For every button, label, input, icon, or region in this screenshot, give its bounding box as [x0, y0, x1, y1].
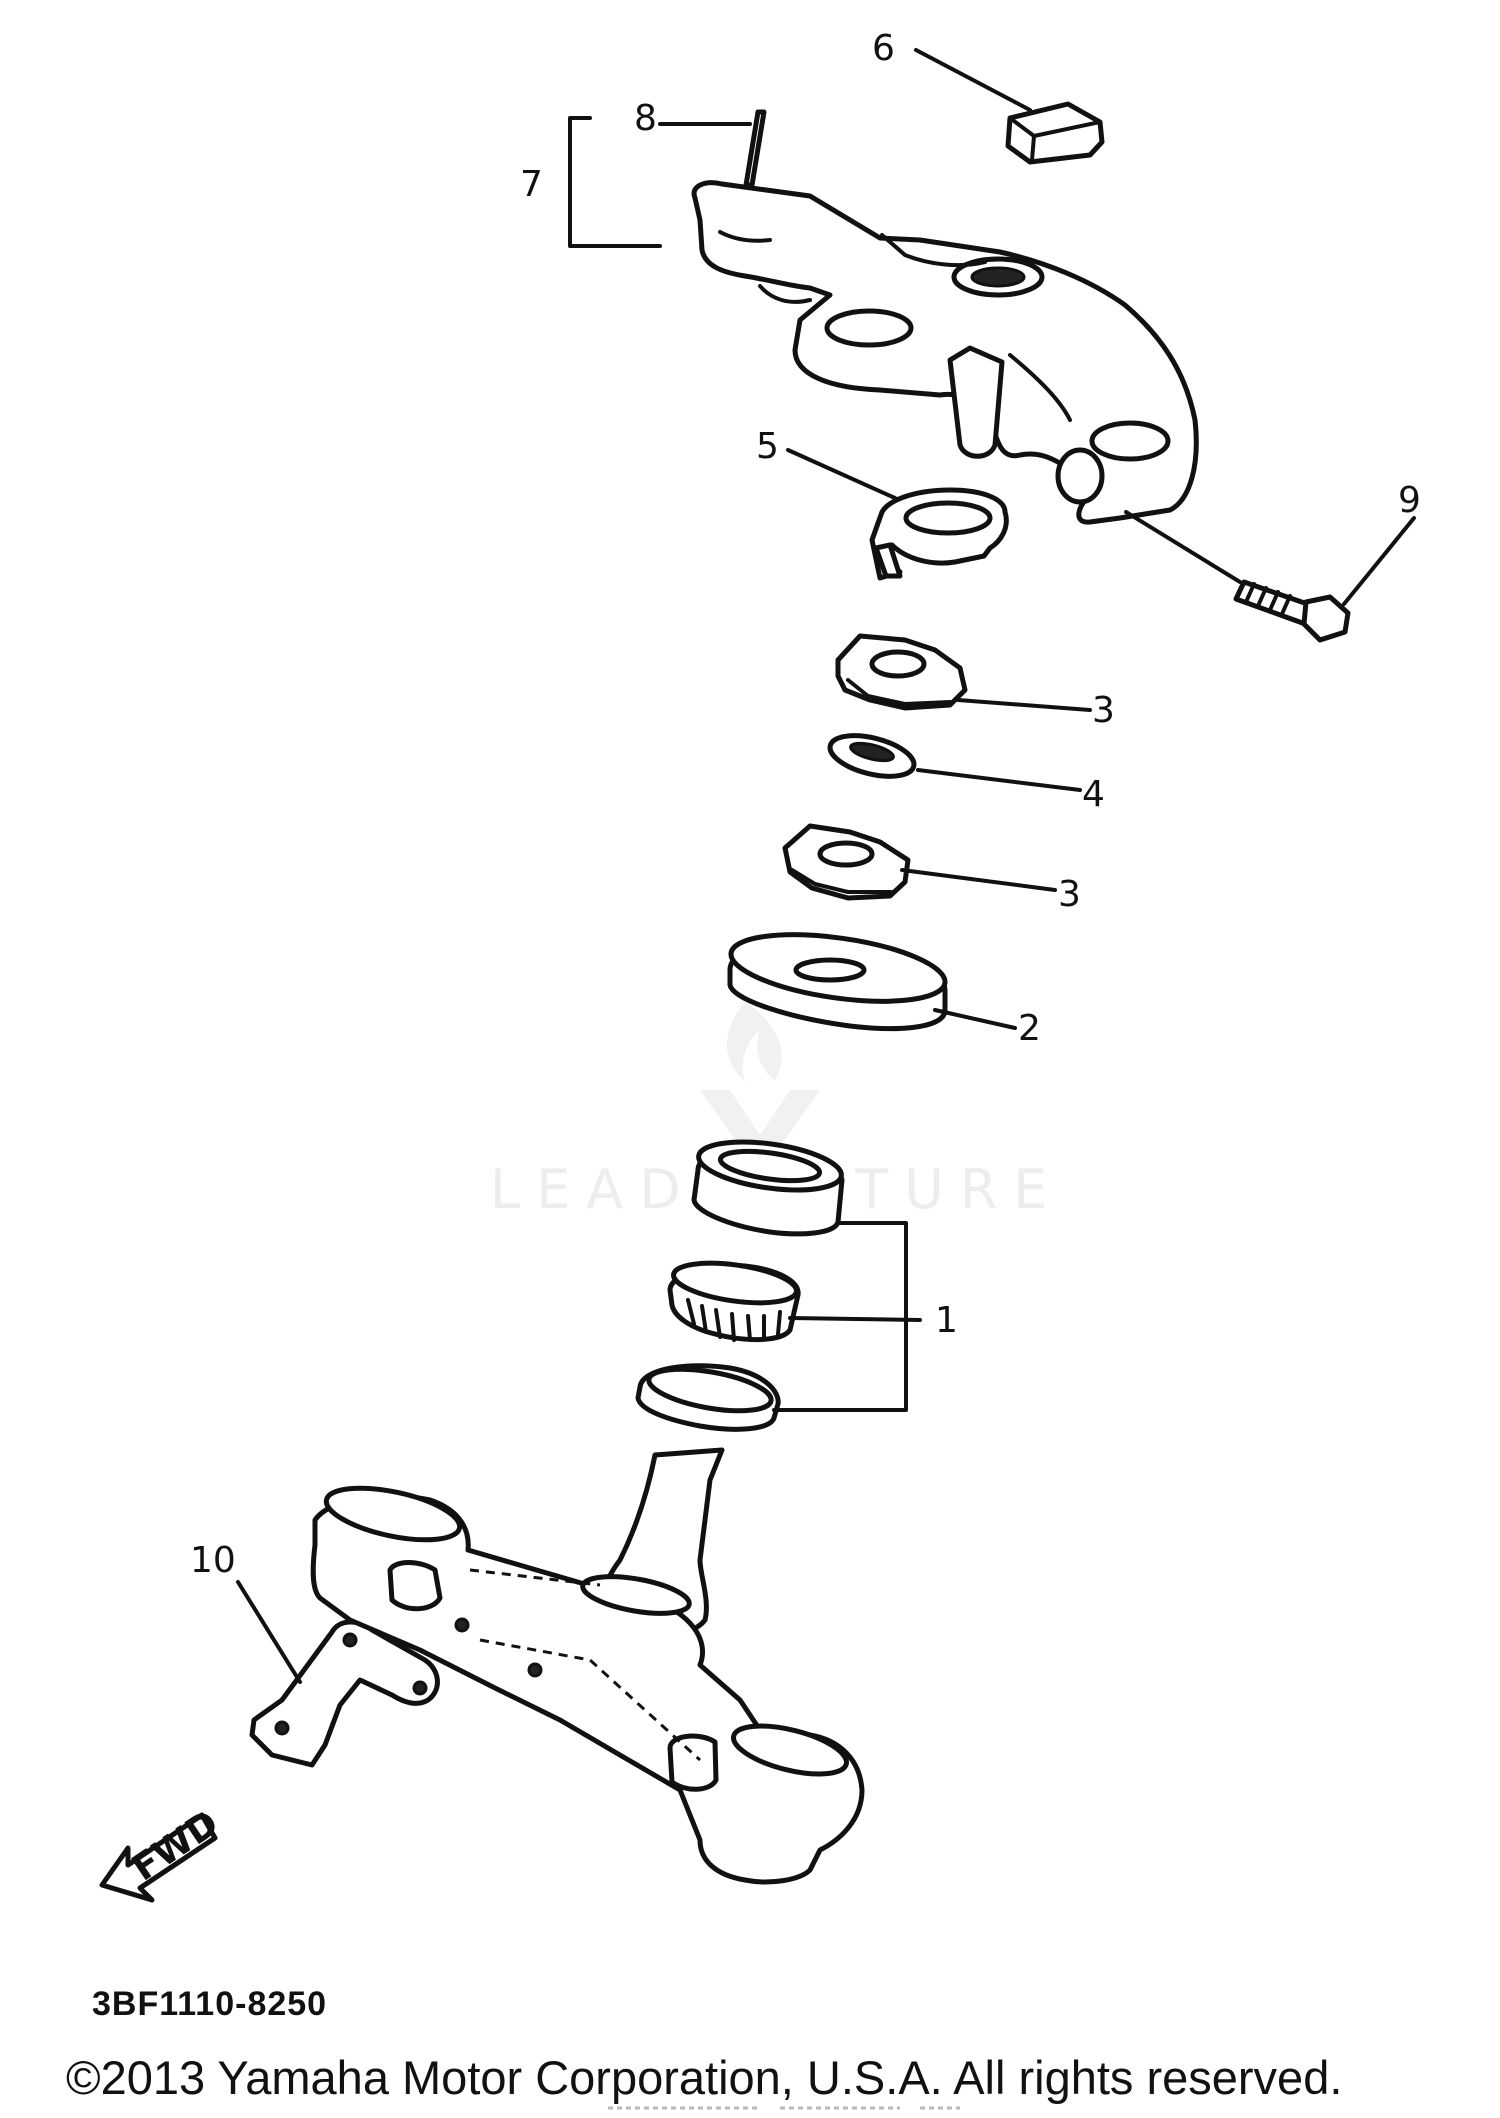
leader-lines [236, 48, 1416, 1684]
fwd-arrow: FWD [99, 1803, 226, 1903]
callout-2: 2 [1018, 1008, 1041, 1049]
callout-10: 10 [190, 1540, 236, 1581]
callout-1: 1 [935, 1300, 958, 1341]
part-5-bracket [869, 487, 1009, 581]
callout-4: 4 [1082, 774, 1105, 815]
part-8-pin [743, 109, 767, 188]
lower-bracket [310, 1447, 865, 1885]
callout-9: 9 [1398, 480, 1421, 521]
part-2-cover [727, 932, 948, 1032]
part-7-upper-bracket [691, 180, 1199, 525]
callout-6: 6 [872, 28, 895, 69]
part-10-bracket [249, 1619, 440, 1768]
part-6-nut [1005, 101, 1105, 165]
diagram-code: 3BF1110-8250 [92, 1985, 328, 2023]
callout-5: 5 [756, 426, 779, 467]
part-4-washer [827, 733, 917, 779]
part-1-bearing-bottom-race [635, 1363, 781, 1432]
callout-8: 8 [634, 98, 657, 139]
part-1-bearing-top-race [691, 1139, 845, 1237]
part-3-nut-upper [835, 633, 968, 711]
part-1-bearing-cone [667, 1260, 801, 1343]
callout-7: 7 [520, 164, 543, 205]
callout-3-lower: 3 [1058, 874, 1081, 915]
copyright-notice: ©2013 Yamaha Motor Corporation, U.S.A. A… [66, 2051, 1343, 2104]
part-3-nut-lower [782, 823, 911, 901]
fwd-label: FWD [125, 1803, 226, 1890]
callout-3-upper: 3 [1092, 690, 1115, 731]
part-9-bolt [1233, 579, 1351, 643]
